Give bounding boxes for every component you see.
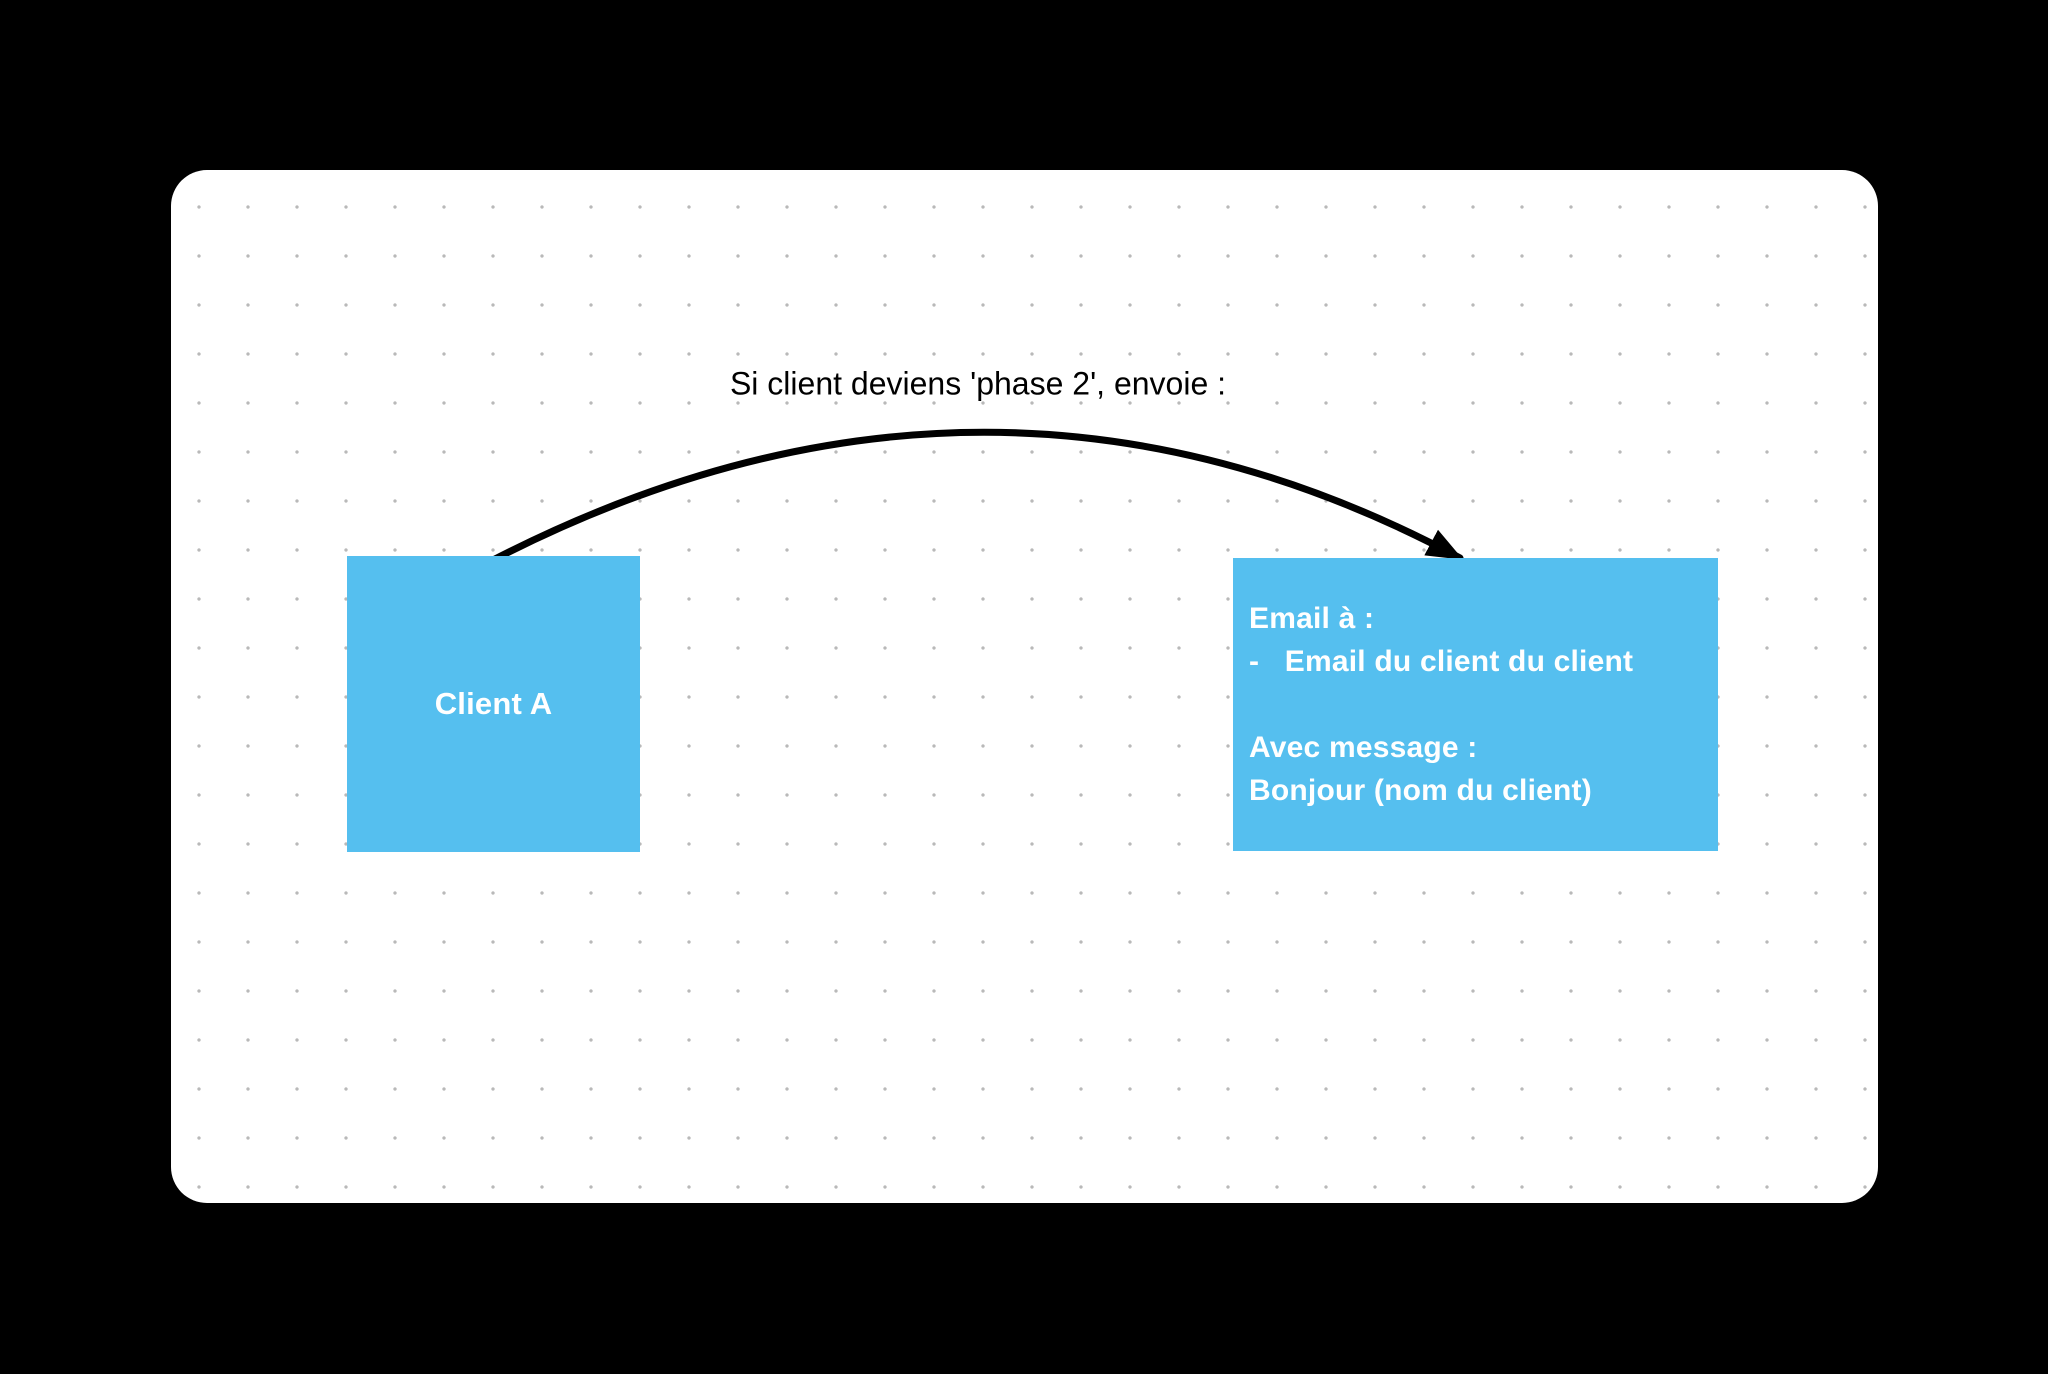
- node-client-a[interactable]: Client A: [347, 556, 640, 852]
- node-email-action[interactable]: Email à : - Email du client du client Av…: [1233, 558, 1718, 851]
- connector-label[interactable]: Si client deviens 'phase 2', envoie :: [729, 365, 1227, 402]
- node-client-a-label: Client A: [434, 686, 553, 721]
- connector-path[interactable]: [491, 428, 1464, 563]
- connector-arrow[interactable]: [171, 170, 1878, 1203]
- whiteboard-canvas[interactable]: Si client deviens 'phase 2', envoie : Cl…: [171, 170, 1878, 1203]
- node-email-action-text: Email à : - Email du client du client Av…: [1249, 602, 1634, 807]
